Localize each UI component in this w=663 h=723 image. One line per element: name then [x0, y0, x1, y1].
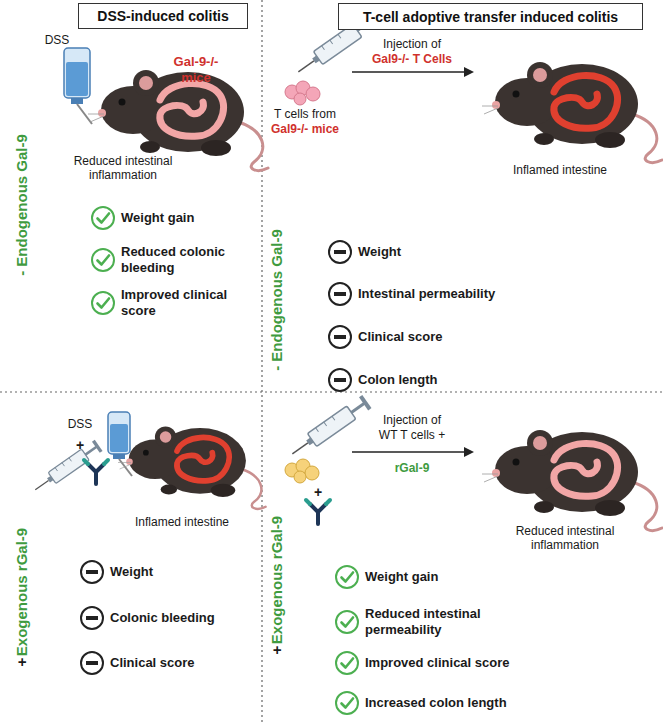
check-icon — [336, 692, 358, 714]
mouse-illustration — [482, 62, 662, 162]
side-label: - Endogenous Gal-9 — [268, 210, 286, 390]
water-bottle — [66, 62, 88, 96]
header-box: T-cell adoptive transfer induced colitis — [338, 3, 643, 30]
mouse-illustration — [482, 62, 662, 162]
check-icon — [336, 652, 358, 674]
agent-label: DSS — [60, 417, 100, 431]
antibody-icon — [84, 460, 108, 484]
t-cell-cluster — [294, 471, 306, 483]
outcome-caption: Inflamed intestine — [485, 163, 635, 177]
check-icon — [92, 207, 358, 714]
arrow-label: Injection of — [347, 413, 477, 427]
effect-item: Improved clinical score — [365, 655, 595, 671]
t-cell-cluster — [285, 459, 319, 483]
mouse-illustration — [554, 76, 618, 129]
effect-item: Colonic bleeding — [110, 610, 250, 626]
antibody-icon — [306, 500, 330, 524]
check-icon — [336, 566, 358, 588]
water-bottle — [110, 424, 128, 452]
water-bottle — [64, 48, 90, 98]
side-label: - Endogenous Gal-9 — [13, 115, 31, 295]
genotype-label: Gal-9-/- mice — [161, 54, 231, 85]
effect-item: Clinical score — [358, 329, 558, 345]
mouse-illustration — [554, 444, 618, 497]
antibody-icon — [84, 460, 108, 484]
arrow-label: Gal9-/- T Cells — [347, 52, 477, 66]
outcome-caption: Inflamed intestine — [107, 515, 257, 529]
divider-lines — [261, 0, 262, 723]
minus-icon — [81, 652, 103, 674]
minus-icon — [329, 283, 351, 305]
mouse-illustration — [160, 84, 224, 137]
water-bottle — [108, 412, 132, 476]
water-bottle — [71, 98, 83, 104]
minus-icon — [329, 369, 351, 391]
outcome-caption: Reduced intestinal inflammation — [490, 524, 640, 553]
water-bottle — [64, 48, 92, 124]
t-cell-cluster — [305, 466, 319, 480]
cell-label: Gal9-/- mice — [255, 122, 355, 136]
minus-icon — [81, 561, 103, 583]
syringe-illustration — [288, 395, 372, 460]
cell-label: T cells from — [255, 107, 355, 121]
side-label: Exogenous rGal-9 — [268, 505, 286, 655]
minus-icon — [329, 241, 351, 263]
effect-item: Clinical score — [110, 655, 250, 671]
arrow-label: Injection of — [347, 37, 477, 51]
effect-item: Reduced colonic bleeding — [121, 244, 236, 275]
check-icon — [92, 292, 114, 314]
water-bottle — [113, 454, 125, 459]
plus-sign: + — [70, 437, 90, 454]
syringe-illustration — [288, 395, 372, 460]
minus-icon — [81, 241, 351, 674]
effect-item: Weight gain — [121, 210, 251, 226]
injection-arrow — [352, 71, 472, 73]
check-icon — [92, 207, 114, 229]
mouse-illustration — [482, 430, 662, 530]
effect-item: Weight gain — [365, 569, 565, 585]
water-bottle — [108, 412, 130, 454]
effect-item: Intestinal permeability — [358, 286, 608, 302]
t-cell-cluster — [306, 87, 320, 101]
side-label: Exogenous rGal-9 — [13, 517, 31, 667]
effect-item: Reduced intestinal permeability — [365, 606, 500, 637]
outcome-caption: Reduced intestinal inflammation — [63, 154, 183, 183]
mouse-illustration — [118, 426, 266, 508]
injection-arrow — [352, 451, 472, 453]
antibody-icon — [306, 500, 330, 524]
mouse-illustration — [177, 437, 229, 480]
mouse-illustration — [118, 426, 266, 508]
mouse-illustration — [482, 430, 662, 530]
check-icon — [92, 249, 114, 271]
t-cell-cluster — [294, 93, 306, 105]
arrow-label: WT T cells + — [347, 428, 477, 442]
effect-item: Weight — [110, 564, 250, 580]
agent-label: DSS — [37, 33, 77, 47]
effect-item: Increased colon length — [365, 695, 595, 711]
effect-item: Weight — [358, 244, 558, 260]
effect-item: Colon length — [358, 372, 558, 388]
header-box: DSS-induced colitis — [78, 3, 248, 29]
header-text: DSS-induced colitis — [97, 8, 228, 24]
t-cell-cluster — [285, 81, 320, 105]
header-text: T-cell adoptive transfer induced colitis — [363, 9, 618, 25]
minus-icon — [329, 326, 351, 348]
check-icon — [336, 611, 358, 633]
effect-item: Improved clinical score — [121, 287, 236, 318]
minus-icon — [81, 607, 103, 629]
divider-lines — [0, 391, 663, 392]
plus-sign: + — [308, 484, 328, 501]
arrow-label: rGal-9 — [347, 461, 477, 475]
